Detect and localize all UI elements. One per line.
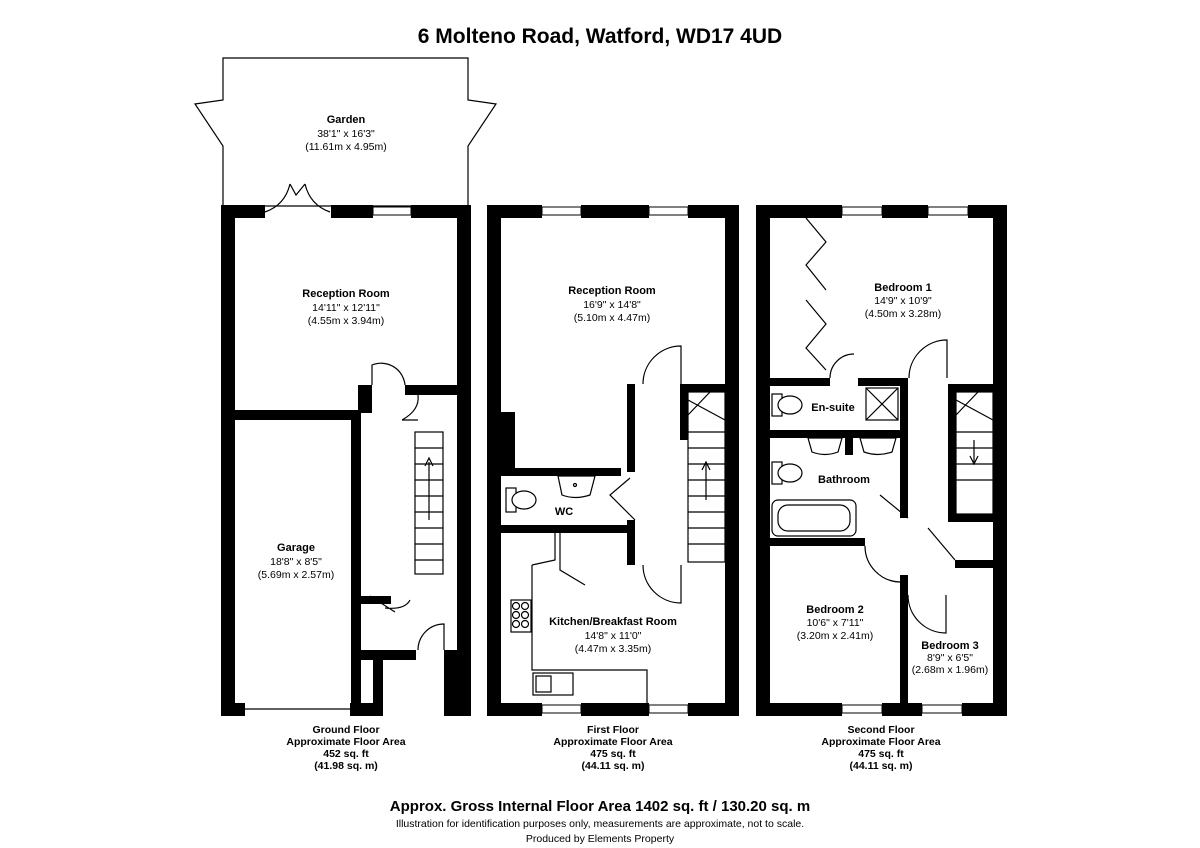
svg-text:Reception Room: Reception Room [302,288,390,300]
svg-text:Reception Room: Reception Room [568,285,656,297]
svg-text:14'9" x 10'9": 14'9" x 10'9" [874,295,932,307]
svg-text:(41.98 sq. m): (41.98 sq. m) [314,760,378,772]
garage-label: Garage 18'8" x 8'5" (5.69m x 2.57m) [258,542,334,581]
gross-area: Approx. Gross Internal Floor Area 1402 s… [390,798,810,815]
first-floor-area: First Floor Approximate Floor Area 475 s… [553,724,672,772]
svg-text:Garden: Garden [327,114,366,126]
second-floor-plan [756,205,1007,716]
svg-text:(2.68m x 1.96m): (2.68m x 1.96m) [912,664,988,676]
svg-text:475 sq. ft: 475 sq. ft [590,748,636,760]
svg-text:14'8" x 11'0": 14'8" x 11'0" [585,630,642,642]
bedroom2-label: Bedroom 2 10'6" x 7'11" (3.20m x 2.41m) [797,604,873,642]
svg-text:18'8" x 8'5": 18'8" x 8'5" [270,556,322,568]
svg-text:Bedroom 1: Bedroom 1 [874,282,931,294]
svg-text:First Floor: First Floor [587,724,639,736]
svg-text:Garage: Garage [277,542,315,554]
svg-text:10'6" x 7'11": 10'6" x 7'11" [807,617,864,629]
svg-text:Ground Floor: Ground Floor [312,724,379,736]
disclaimer: Illustration for identification purposes… [396,818,804,830]
svg-text:38'1" x 16'3": 38'1" x 16'3" [317,128,375,140]
ground-floor-area: Ground Floor Approximate Floor Area 452 … [286,724,405,772]
svg-text:(4.55m x 3.94m): (4.55m x 3.94m) [308,315,384,327]
svg-text:(44.11 sq. m): (44.11 sq. m) [581,760,644,772]
svg-text:8'9" x 6'5": 8'9" x 6'5" [927,652,973,664]
svg-text:Bedroom 2: Bedroom 2 [806,604,863,616]
svg-text:Approximate Floor Area: Approximate Floor Area [553,736,672,748]
svg-text:452 sq. ft: 452 sq. ft [323,748,369,760]
svg-text:(11.61m x 4.95m): (11.61m x 4.95m) [305,141,387,153]
svg-text:475 sq. ft: 475 sq. ft [858,748,904,760]
producer-credit: Produced by Elements Property [526,833,675,845]
svg-text:(4.47m x 3.35m): (4.47m x 3.35m) [575,643,651,655]
first-floor-plan [487,205,739,716]
bathroom-label: Bathroom [818,474,870,486]
svg-text:(3.20m x 2.41m): (3.20m x 2.41m) [797,630,873,642]
svg-text:16'9" x 14'8": 16'9" x 14'8" [583,299,641,311]
kitchen-label: Kitchen/Breakfast Room 14'8" x 11'0" (4.… [549,616,677,655]
svg-text:(5.10m x 4.47m): (5.10m x 4.47m) [574,312,650,324]
svg-text:(4.50m x 3.28m): (4.50m x 3.28m) [865,308,941,320]
bedroom3-label: Bedroom 3 8'9" x 6'5" (2.68m x 1.96m) [912,640,988,676]
garden-label: Garden 38'1" x 16'3" (11.61m x 4.95m) [305,114,387,153]
page-title: 6 Molteno Road, Watford, WD17 4UD [418,25,782,48]
svg-text:Bedroom 3: Bedroom 3 [921,640,978,652]
second-floor-area: Second Floor Approximate Floor Area 475 … [821,724,940,772]
bedroom1-label: Bedroom 1 14'9" x 10'9" (4.50m x 3.28m) [865,282,941,320]
wc-label: WC [555,506,573,518]
svg-text:(44.11 sq. m): (44.11 sq. m) [849,760,912,772]
ensuite-label: En-suite [811,402,854,414]
ground-floor-plan [193,57,498,716]
svg-text:Second Floor: Second Floor [847,724,914,736]
svg-text:Approximate Floor Area: Approximate Floor Area [821,736,940,748]
ground-reception-label: Reception Room 14'11" x 12'11" (4.55m x … [302,288,390,327]
svg-text:Approximate Floor Area: Approximate Floor Area [286,736,405,748]
svg-text:Kitchen/Breakfast Room: Kitchen/Breakfast Room [549,616,677,628]
svg-text:14'11" x 12'11": 14'11" x 12'11" [312,302,380,314]
first-reception-label: Reception Room 16'9" x 14'8" (5.10m x 4.… [568,285,656,324]
svg-text:(5.69m x 2.57m): (5.69m x 2.57m) [258,569,334,581]
